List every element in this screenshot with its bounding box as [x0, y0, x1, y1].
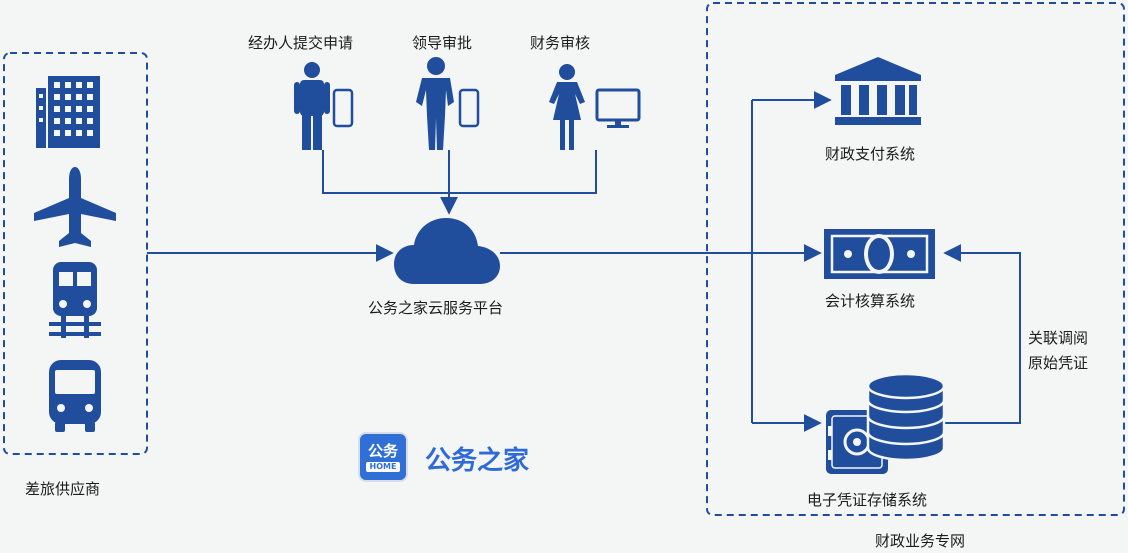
building-icon	[36, 76, 100, 148]
gongwu-logo-badge: 公务 HOME	[358, 432, 408, 482]
train-icon	[49, 262, 101, 338]
cash-icon	[824, 229, 935, 279]
cloud-label: 公务之家云服务平台	[368, 299, 504, 317]
approver-line-left	[322, 150, 449, 194]
submitter-label: 经办人提交申请	[248, 34, 354, 52]
finance-network-label: 财政业务专网	[875, 532, 966, 550]
logo-text: 公务之家	[425, 446, 530, 476]
logo-badge-bottom: HOME	[365, 461, 401, 472]
safe-database-icon	[826, 372, 946, 474]
supplier-box	[3, 52, 148, 455]
supplier-label: 差旅供应商	[25, 480, 101, 498]
storage-to-accounting-arrow	[943, 244, 1021, 424]
leader-person-phone-icon	[416, 57, 480, 150]
cloud-icon	[394, 218, 500, 284]
logo-badge-top: 公务	[367, 441, 398, 460]
airplane-icon	[34, 167, 116, 247]
accounting-system-label: 会计核算系统	[825, 292, 916, 310]
submitter-person-phone-icon	[294, 62, 354, 150]
finance-person-monitor-icon	[549, 64, 641, 150]
bank-icon	[835, 57, 921, 125]
leader-label: 领导审批	[412, 34, 473, 52]
finance-label: 财务审核	[530, 34, 591, 52]
approver-line-right	[449, 150, 597, 194]
link-label-line1: 关联调阅	[1028, 329, 1089, 347]
link-label-line2: 原始凭证	[1028, 354, 1089, 372]
bus-icon	[49, 360, 101, 432]
payment-system-label: 财政支付系统	[825, 145, 916, 163]
storage-system-label: 电子凭证存储系统	[807, 491, 928, 509]
finance-network-box	[706, 2, 1125, 516]
